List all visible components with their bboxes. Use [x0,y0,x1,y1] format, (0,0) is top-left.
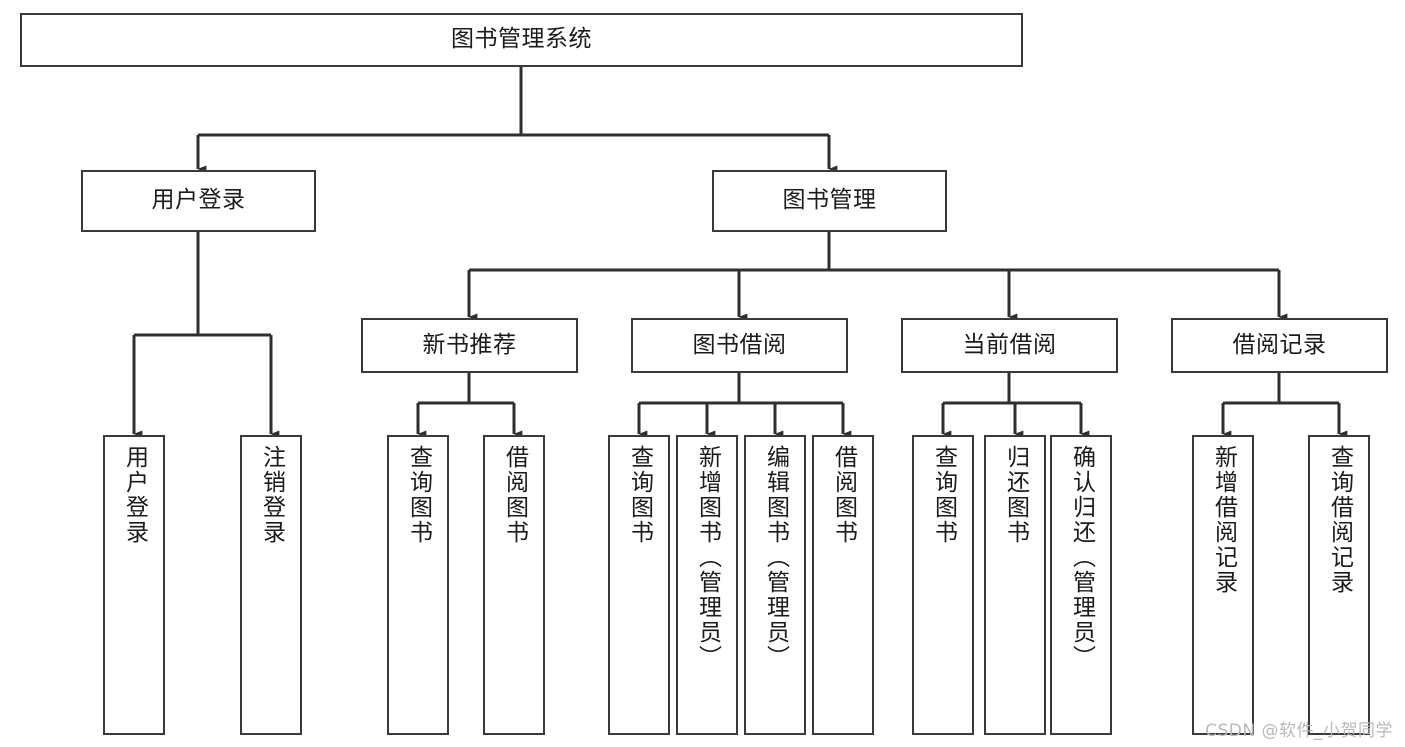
node-label: 借阅图书 [830,445,857,545]
node-label: 借阅图书 [501,445,528,545]
node-leaf-borrow-book-rec[interactable]: 借阅图书 [483,435,545,735]
node-book-manage[interactable]: 图书管理 [712,170,947,232]
node-leaf-add-book[interactable]: 新增图书（管理员） [676,435,738,735]
node-label: 用户登录 [121,445,148,545]
node-leaf-logout[interactable]: 注销登录 [240,435,302,735]
node-borrow-record[interactable]: 借阅记录 [1171,318,1388,373]
node-leaf-query-book-rec[interactable]: 查询图书 [387,435,449,735]
csdn-watermark: CSDN @软件_小贺同学 [1205,721,1393,741]
node-label: 新增借阅记录 [1210,445,1237,595]
node-label: 注销登录 [258,445,285,545]
node-leaf-query-borrow-record[interactable]: 查询借阅记录 [1308,435,1370,735]
node-book-borrow[interactable]: 图书借阅 [631,318,848,373]
node-label: 确认归还（管理员） [1068,445,1095,670]
node-label: 当前借阅 [962,331,1057,358]
node-leaf-confirm-return[interactable]: 确认归还（管理员） [1050,435,1112,735]
node-label: 图书管理系统 [451,26,592,53]
node-label: 查询图书 [405,445,432,545]
node-label: 图书管理 [782,187,877,214]
node-new-book-rec[interactable]: 新书推荐 [361,318,578,373]
node-label: 归还图书 [1002,445,1029,545]
node-label: 查询借阅记录 [1326,445,1353,595]
node-label: 查询图书 [930,445,957,545]
node-root[interactable]: 图书管理系统 [20,13,1023,67]
node-label: 图书借阅 [692,331,787,358]
node-leaf-return-book[interactable]: 归还图书 [984,435,1046,735]
node-label: 查询图书 [626,445,653,545]
node-leaf-query-book-borrow[interactable]: 查询图书 [608,435,670,735]
node-label: 编辑图书（管理员） [762,445,789,670]
node-label: 新增图书（管理员） [694,445,721,670]
node-label: 用户登录 [151,187,246,214]
node-leaf-query-book-current[interactable]: 查询图书 [912,435,974,735]
node-label: 借阅记录 [1232,331,1327,358]
node-label: 新书推荐 [422,331,517,358]
node-leaf-borrow-book[interactable]: 借阅图书 [812,435,874,735]
node-user-login[interactable]: 用户登录 [81,170,316,232]
node-current-borrow[interactable]: 当前借阅 [901,318,1118,373]
node-leaf-edit-book[interactable]: 编辑图书（管理员） [744,435,806,735]
node-leaf-add-borrow-record[interactable]: 新增借阅记录 [1192,435,1254,735]
node-leaf-user-login[interactable]: 用户登录 [103,435,165,735]
